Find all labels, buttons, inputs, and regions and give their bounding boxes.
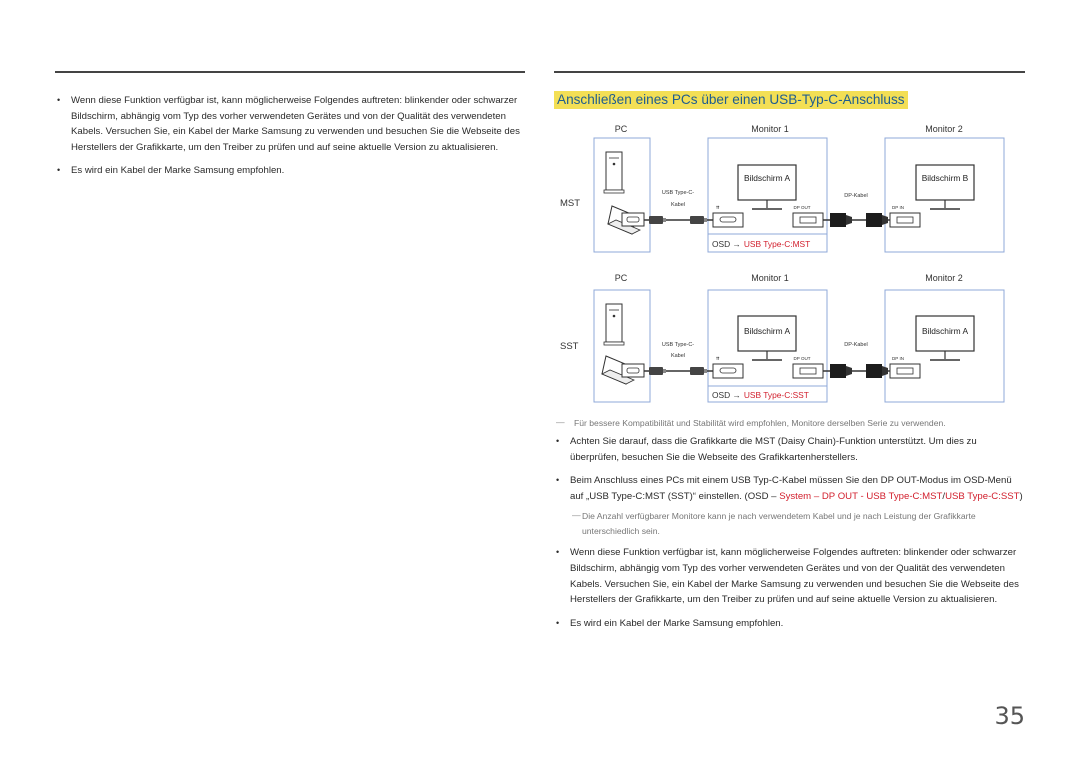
sst-label: SST <box>560 341 579 352</box>
bullet-usb-typec-osd: Beim Anschluss eines PCs mit einem USB T… <box>554 473 1026 504</box>
monitor1-label-top: Monitor 1 <box>751 124 789 134</box>
sst-dp-in-label: DP IN <box>892 356 904 361</box>
mst-usb-symbol: ⮅ <box>716 205 720 210</box>
left-top-rule <box>55 71 525 73</box>
mst-label: MST <box>560 198 580 209</box>
bullet-mst-support: Achten Sie darauf, dass die Grafikkarte … <box>554 434 1026 465</box>
page-number: 35 <box>994 702 1025 730</box>
pc-label-top: PC <box>615 124 628 134</box>
sst-monitor2-frame <box>884 289 1005 403</box>
mst-osd-text: OSD →USB Type-C:MST <box>712 239 810 249</box>
mst-monitor2-frame <box>884 137 1005 253</box>
mst-osd-box <box>707 233 828 253</box>
left-column: Wenn diese Funktion verfügbar ist, kann … <box>55 93 527 187</box>
sst-dp-cable-label: DP-Kabel <box>844 342 868 348</box>
sst-usb-symbol: ⮅ <box>716 356 720 361</box>
sst-pc-frame <box>593 289 651 403</box>
sst-screen1-label: Bildschirm A <box>744 326 790 336</box>
pc-label-bottom: PC <box>615 273 628 283</box>
sst-osd-box <box>707 385 828 403</box>
mst-dp-cable-label: DP-Kabel <box>844 193 868 199</box>
sst-usb-cable-label-2: Kabel <box>671 353 685 359</box>
mst-screen1-label: Bildschirm A <box>744 173 790 183</box>
mst-dp-out-label: DP OUT <box>794 205 811 210</box>
sst-usb-cable-label-1: USB Type-C- <box>662 342 694 348</box>
mst-usb-cable-label-1: USB Type-C- <box>662 190 694 196</box>
monitor-count-note: Die Anzahl verfügbarer Monitore kann je … <box>570 508 1026 539</box>
connection-diagram: PC Monitor 1 Monitor 2 MST Bildschirm A … <box>560 124 1005 403</box>
right-column-text: Für bessere Kompatibilität und Stabilitä… <box>554 415 1026 639</box>
mst-dp-in-label: DP IN <box>892 205 904 210</box>
left-bullet-flicker: Wenn diese Funktion verfügbar ist, kann … <box>55 93 527 155</box>
sst-dp-out-label: DP OUT <box>794 356 811 361</box>
mst-screen2-label: Bildschirm B <box>922 173 969 183</box>
sst-osd-text: OSD →USB Type-C:SST <box>712 390 809 400</box>
bullet-flicker: Wenn diese Funktion verfügbar ist, kann … <box>554 545 1026 607</box>
monitor2-label-top: Monitor 2 <box>925 124 963 134</box>
mst-usb-cable-label-2: Kabel <box>671 202 685 208</box>
section-heading: Anschließen eines PCs über einen USB-Typ… <box>554 91 908 109</box>
monitor1-label-bottom: Monitor 1 <box>751 273 789 283</box>
bullet-samsung-cable: Es wird ein Kabel der Marke Samsung empf… <box>554 616 1026 632</box>
sst-screen2-label: Bildschirm A <box>922 326 968 336</box>
monitor2-label-bottom: Monitor 2 <box>925 273 963 283</box>
compatibility-note: Für bessere Kompatibilität und Stabilitä… <box>554 415 1026 431</box>
right-top-rule <box>554 71 1025 73</box>
left-bullet-samsung-cable: Es wird ein Kabel der Marke Samsung empf… <box>55 163 527 179</box>
mst-pc-frame <box>593 137 651 253</box>
